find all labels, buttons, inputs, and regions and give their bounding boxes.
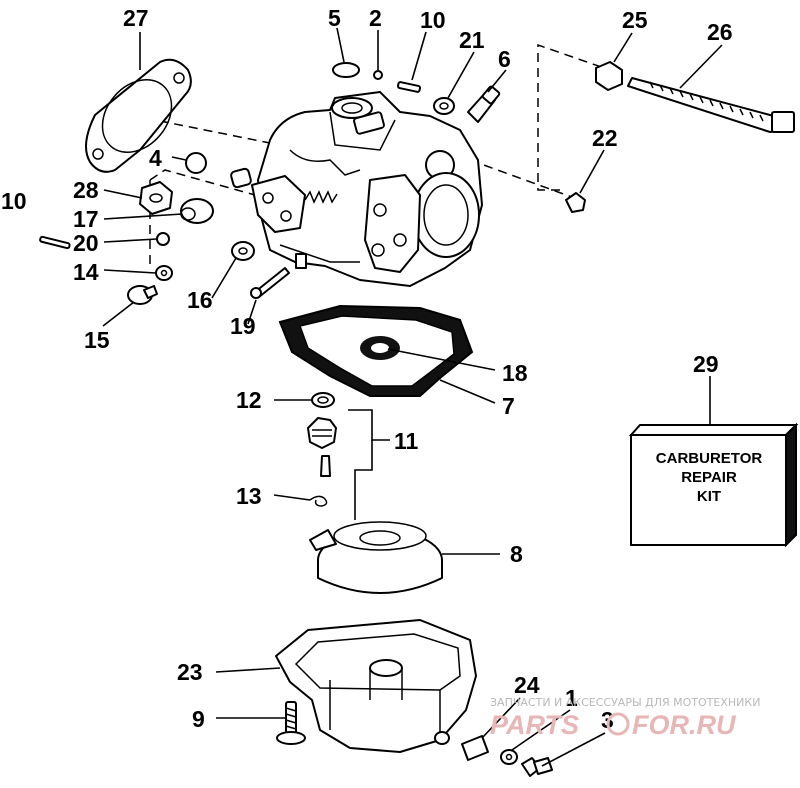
label-1: 1 (565, 685, 578, 711)
label-6: 6 (498, 46, 511, 72)
bushing-17 (180, 198, 214, 224)
nut-28 (139, 181, 173, 215)
ball-20 (156, 232, 170, 246)
label-16: 16 (187, 287, 213, 313)
alignment-lines (129, 43, 611, 265)
float-bowl-gasket (278, 304, 474, 397)
label-20: 20 (73, 230, 99, 256)
float-bowl-23 (275, 619, 477, 753)
label-26: 26 (707, 19, 733, 45)
label-18: 18 (502, 360, 528, 386)
carburetor-body (230, 91, 483, 287)
plug-22 (565, 192, 586, 213)
label-17: 17 (73, 206, 99, 232)
label-15: 15 (84, 327, 110, 353)
label-4: 4 (149, 145, 162, 171)
packing-nut-25 (595, 61, 623, 91)
label-22: 22 (592, 125, 618, 151)
label-25: 25 (622, 7, 648, 33)
screw-19 (250, 267, 290, 299)
float-8 (309, 521, 443, 594)
ball-2 (373, 70, 383, 80)
watermark: ЗАПЧАСТИ И АКСЕССУАРЫ ДЛЯ МОТОТЕХНИКИ PA… (490, 696, 760, 740)
cup-plug-4 (185, 152, 207, 174)
label-21: 21 (459, 27, 485, 53)
label-10-left: 10 (1, 188, 27, 214)
pin-10-left (39, 235, 71, 250)
washer-1 (500, 749, 518, 765)
label-11: 11 (394, 428, 419, 454)
label-24: 24 (514, 672, 540, 698)
label-10-top: 10 (420, 7, 446, 33)
label-7: 7 (502, 393, 515, 419)
leader-lines (102, 27, 723, 767)
label-9: 9 (192, 706, 205, 732)
watermark-brand-right: FOR.RU (632, 710, 737, 740)
label-12: 12 (236, 387, 262, 413)
watermark-gear-icon (606, 712, 630, 736)
kit-line-2: REPAIR (681, 469, 737, 486)
watermark-tagline: ЗАПЧАСТИ И АКСЕССУАРЫ ДЛЯ МОТОТЕХНИКИ (490, 696, 760, 709)
flange-gasket (85, 58, 192, 173)
label-29: 29 (693, 351, 719, 377)
jet-6 (467, 85, 501, 123)
carburetor-repair-kit-box: CARBURETOR REPAIR KIT (628, 422, 799, 548)
pin-10-upper (396, 81, 422, 93)
label-27: 27 (123, 5, 149, 31)
label-14: 14 (73, 259, 99, 285)
needle-valve-26 (627, 77, 795, 133)
jet-24 (461, 735, 489, 761)
screw-9 (276, 701, 306, 745)
part-number-labels: 27 5 2 10 21 6 25 26 22 4 28 10 17 20 14… (1, 5, 733, 733)
kit-line-3: KIT (697, 488, 721, 505)
washer-16 (231, 241, 255, 261)
washer-14 (155, 265, 173, 281)
label-13: 13 (236, 483, 262, 509)
label-19: 19 (230, 313, 256, 339)
label-2: 2 (369, 5, 382, 31)
screw-15 (127, 285, 158, 305)
needle-seat-assembly (307, 392, 390, 520)
drain-screw-3 (521, 757, 553, 777)
cup-plug-5 (332, 62, 360, 78)
washer-21 (433, 97, 455, 115)
label-5: 5 (328, 5, 341, 31)
kit-line-1: CARBURETOR (656, 450, 763, 467)
label-23: 23 (177, 659, 203, 685)
label-8: 8 (510, 541, 523, 567)
label-28: 28 (73, 177, 99, 203)
watermark-brand-left: PARTS (490, 710, 579, 740)
